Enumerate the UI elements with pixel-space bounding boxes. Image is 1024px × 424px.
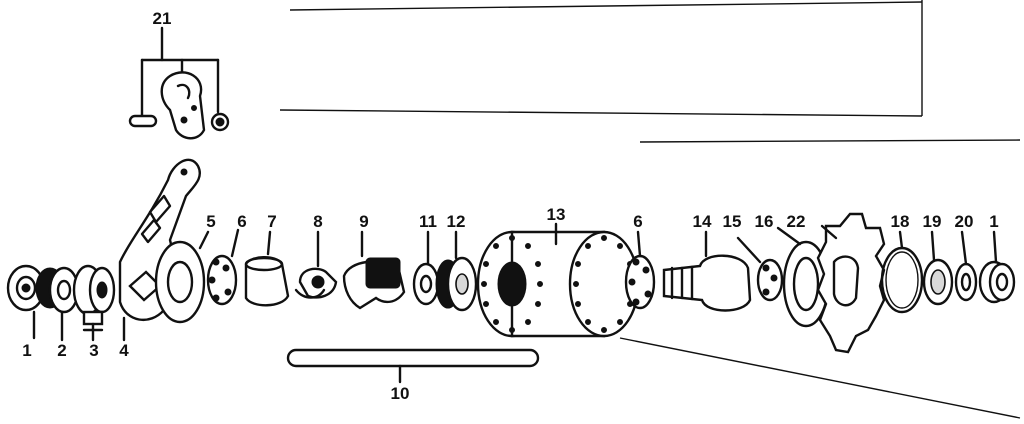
part-20-locknut bbox=[954, 230, 978, 302]
part-7-brake-cone bbox=[244, 230, 290, 307]
callout-label: 6 bbox=[237, 212, 246, 231]
callout-label: 21 bbox=[153, 9, 172, 28]
callout-label: 2 bbox=[57, 341, 66, 360]
part-11-washer bbox=[412, 230, 440, 306]
part-4-brake-arm bbox=[118, 158, 201, 342]
part-3-tab-washer bbox=[72, 264, 116, 342]
part-12-bearing-cup bbox=[435, 230, 478, 312]
part-8-spring-clip bbox=[294, 230, 338, 299]
callout-labels: 1 2 3 4 5 6 7 8 9 10 11 12 13 6 14 15 16… bbox=[22, 9, 998, 403]
callout-label: 5 bbox=[206, 212, 215, 231]
part-19-cone bbox=[922, 230, 954, 306]
part-5-dust-cap bbox=[154, 230, 210, 324]
callout-label: 15 bbox=[723, 212, 742, 231]
callout-label: 1 bbox=[989, 212, 998, 231]
part-6-ball-retainer-left bbox=[206, 228, 240, 306]
callout-label: 11 bbox=[419, 212, 437, 231]
part-1-axle-nut-left bbox=[6, 264, 46, 340]
part-10-axle bbox=[286, 348, 540, 384]
part-14-driver bbox=[662, 230, 752, 312]
part-1-axle-nut-right bbox=[978, 230, 1016, 304]
callout-label: 6 bbox=[633, 212, 642, 231]
part-15-bearing-ring bbox=[736, 236, 784, 302]
callout-label: 14 bbox=[693, 212, 712, 231]
callout-label: 1 bbox=[22, 341, 31, 360]
part-21-tensioner-set bbox=[128, 26, 230, 140]
part-18-snap-ring bbox=[880, 230, 924, 314]
callout-label: 3 bbox=[89, 341, 98, 360]
part-13-hub-shell bbox=[476, 222, 640, 338]
callout-label: 10 bbox=[391, 384, 410, 403]
part-16-dust-cap bbox=[776, 226, 830, 328]
callout-label: 8 bbox=[313, 212, 322, 231]
page-border-lines bbox=[279, 0, 1021, 419]
part-6-ball-retainer-right bbox=[624, 230, 656, 310]
callout-label: 18 bbox=[891, 212, 910, 231]
callout-label: 9 bbox=[359, 212, 368, 231]
callout-label: 16 bbox=[755, 212, 774, 231]
callout-label: 7 bbox=[267, 212, 276, 231]
callout-label: 12 bbox=[447, 212, 466, 231]
part-2-locknut bbox=[35, 266, 80, 342]
callout-label: 20 bbox=[955, 212, 974, 231]
callout-label: 4 bbox=[119, 341, 129, 360]
part-22-sprocket bbox=[816, 212, 886, 354]
part-9-brake-shoe bbox=[342, 230, 406, 310]
callout-label: 22 bbox=[787, 212, 806, 231]
callout-label: 13 bbox=[547, 205, 566, 224]
callout-label: 19 bbox=[923, 212, 942, 231]
